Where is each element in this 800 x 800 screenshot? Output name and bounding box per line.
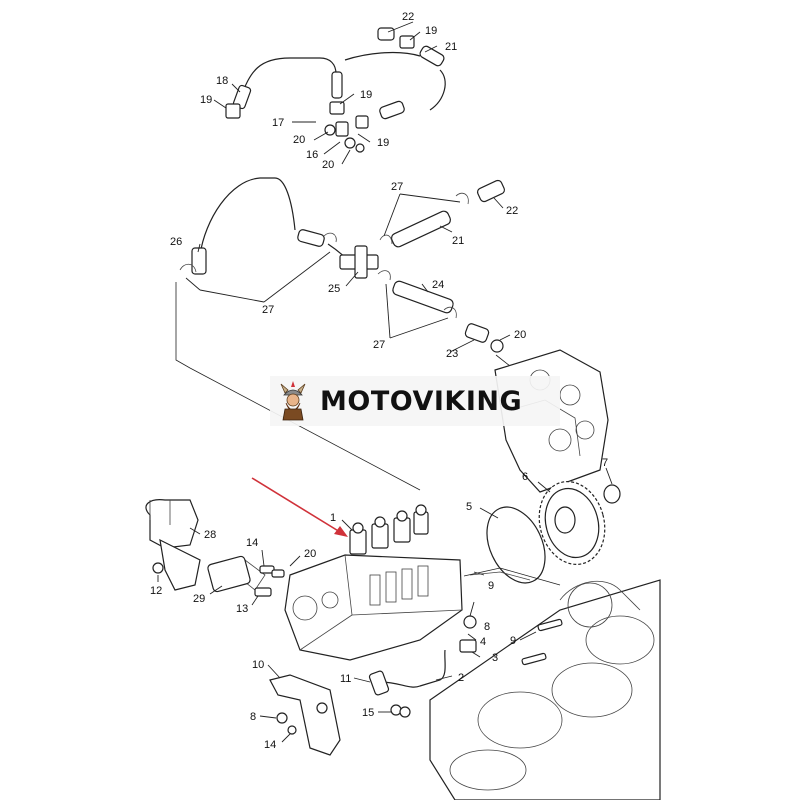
callout-19: 19 [360, 89, 372, 101]
pointer-arrow [251, 477, 348, 537]
callout-27: 27 [262, 304, 274, 316]
fuel-feed-pump [145, 499, 285, 606]
callout-8: 8 [484, 621, 490, 633]
fuel-return-pipe [353, 601, 481, 718]
callout-18: 18 [216, 75, 228, 87]
callout-14: 14 [264, 739, 276, 751]
callout-6: 6 [522, 471, 528, 483]
callout-9: 9 [488, 580, 494, 592]
callout-27: 27 [391, 181, 403, 193]
callout-2: 2 [458, 672, 464, 684]
callout-22: 22 [402, 11, 414, 23]
brand-name: MOTOVIKING [320, 385, 523, 417]
callout-29: 29 [193, 593, 205, 605]
callout-10: 10 [252, 659, 264, 671]
callout-20: 20 [304, 548, 316, 560]
callout-19: 19 [200, 94, 212, 106]
callout-21: 21 [452, 235, 464, 247]
injection-pump [284, 504, 463, 661]
callout-9: 9 [510, 635, 516, 647]
engine-block [429, 567, 661, 800]
callout-28: 28 [204, 529, 216, 541]
callout-17: 17 [272, 117, 284, 129]
callout-22: 22 [506, 205, 518, 217]
callout-11: 11 [340, 673, 351, 685]
callout-14: 14 [246, 537, 258, 549]
callout-19: 19 [425, 25, 437, 37]
callout-20: 20 [514, 329, 526, 341]
callout-23: 23 [446, 348, 458, 360]
callout-8: 8 [250, 711, 256, 723]
callout-20: 20 [322, 159, 334, 171]
brand-banner: MOTOVIKING [270, 376, 560, 426]
callout-25: 25 [328, 283, 340, 295]
callout-20: 20 [293, 134, 305, 146]
callout-26: 26 [170, 236, 182, 248]
callout-15: 15 [362, 707, 374, 719]
pump-bracket [259, 664, 341, 756]
upper-fuel-line-assembly [213, 21, 446, 165]
callout-21: 21 [445, 41, 457, 53]
callout-7: 7 [602, 457, 608, 469]
callout-24: 24 [432, 279, 444, 291]
callout-16: 16 [306, 149, 318, 161]
callout-19: 19 [377, 137, 389, 149]
callout-1: 1 [330, 512, 336, 524]
callout-27: 27 [373, 339, 385, 351]
callout-5: 5 [466, 501, 472, 513]
middle-fuel-line-assembly [175, 177, 511, 491]
callout-4: 4 [480, 636, 486, 648]
callout-12: 12 [150, 585, 162, 597]
callout-3: 3 [492, 652, 498, 664]
callout-13: 13 [236, 603, 248, 615]
drive-gear-assembly [479, 467, 621, 584]
viking-mascot-icon [280, 381, 306, 421]
callout-labels: 22 19 21 18 19 19 17 20 19 16 20 27 22 2… [150, 11, 608, 751]
